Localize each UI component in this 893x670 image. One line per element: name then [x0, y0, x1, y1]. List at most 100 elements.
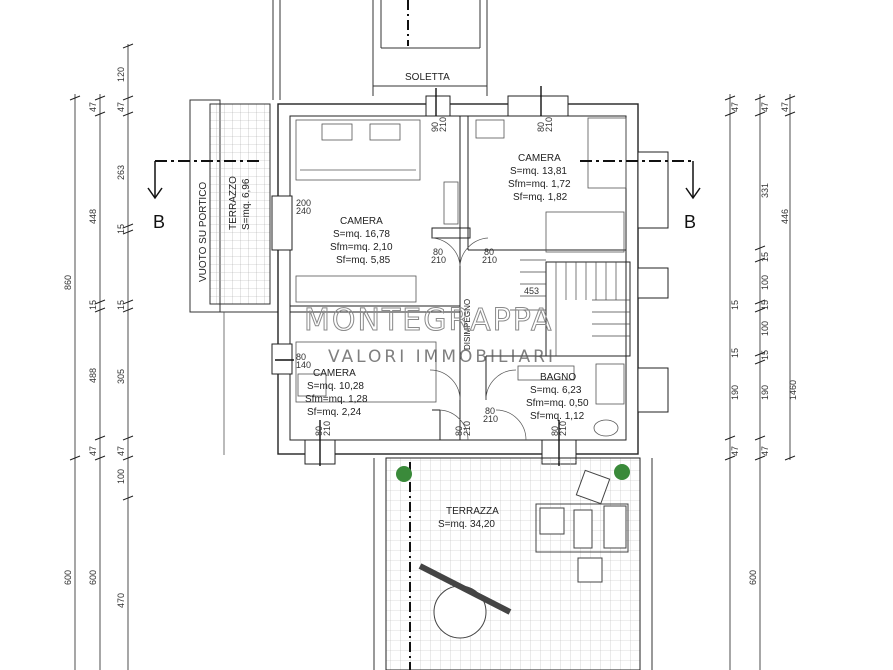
- dim-right-1460: 1460: [788, 380, 798, 400]
- watermark-subtitle: VALORI IMMOBILIARI: [328, 347, 556, 367]
- dim-right-mid-190: 190: [760, 385, 770, 400]
- terrazzo-label: TERRAZZO: [228, 176, 239, 230]
- stair-number: 453: [524, 286, 539, 296]
- dim-left-263: 263: [116, 165, 126, 180]
- terrazza-s: S=mq. 34,20: [438, 519, 495, 530]
- camera-ne-sf: Sf=mq. 1,82: [513, 192, 568, 203]
- dim-left-inner-15: 15: [88, 300, 98, 310]
- room-camera-ne: CAMERA S=mq. 13,81 Sfm=mq. 1,72 Sf=mq. 1…: [508, 153, 571, 203]
- furniture: [295, 117, 627, 437]
- dimension-texts: 860 600 47 448 15 488 47 600 120 47 263 …: [63, 67, 798, 608]
- dim-left-inner-1: 47: [88, 102, 98, 112]
- camera-ne-sfm: Sfm=mq. 1,72: [508, 179, 571, 190]
- dim-right-inner-15-b: 15: [730, 300, 740, 310]
- opening-5-width: 200: [296, 198, 311, 208]
- opening-1-height: 210: [438, 117, 448, 132]
- room-terrazza: TERRAZZA S=mq. 34,20: [438, 506, 499, 530]
- opening-8-height: 210: [462, 421, 472, 436]
- camera-sw-name: CAMERA: [313, 368, 356, 379]
- dim-right-mid-47-top: 47: [760, 102, 770, 112]
- section-label-right: B: [684, 212, 696, 232]
- watermark-title: MONTEGRAPPA: [304, 303, 553, 338]
- window-axes: [275, 86, 560, 466]
- dim-right-600: 600: [748, 570, 758, 585]
- room-camera-master: CAMERA S=mq. 16,78 Sfm=mq. 2,10 Sf=mq. 5…: [330, 216, 393, 266]
- opening-7-height: 210: [322, 421, 332, 436]
- terrazza-area: [373, 457, 653, 670]
- dim-right-mid-15-a: 15: [760, 252, 770, 262]
- section-line: [147, 160, 701, 200]
- bagno-sfm: Sfm=mq. 0,50: [526, 398, 589, 409]
- dim-right-47: 47: [780, 102, 790, 112]
- dim-right-mid-47-bot: 47: [760, 446, 770, 456]
- opening-2-width: 80: [536, 122, 546, 132]
- opening-9-width: 80: [485, 406, 495, 416]
- disimpegno-label: DISIMPEGNO: [463, 299, 472, 350]
- dim-left-120: 120: [116, 67, 126, 82]
- bagno-name: BAGNO: [540, 372, 576, 383]
- opening-6-width: 80: [296, 352, 306, 362]
- opening-7-width: 80: [314, 426, 324, 436]
- opening-9-height: 210: [483, 414, 498, 424]
- opening-6-height: 140: [296, 360, 311, 370]
- dim-left-inner-600: 600: [88, 570, 98, 585]
- soletta-label: SOLETTA: [405, 72, 450, 83]
- opening-3-height: 210: [431, 255, 446, 265]
- dim-far-left-600: 600: [63, 570, 73, 585]
- opening-3-width: 80: [433, 247, 443, 257]
- dim-left-inner-47: 47: [88, 446, 98, 456]
- dim-right-inner-47-top: 47: [730, 102, 740, 112]
- camera-master-sf: Sf=mq. 5,85: [336, 255, 391, 266]
- door-swings: [429, 237, 527, 441]
- dimension-lines: [69, 43, 796, 670]
- opening-tags: 90 210 80 210 80 210 80 210 200 240 80 1…: [296, 117, 568, 436]
- dim-left-inner-448: 448: [88, 209, 98, 224]
- terrazza-name: TERRAZZA: [446, 506, 499, 517]
- dim-left-15-b: 15: [116, 300, 126, 310]
- camera-master-sfm: Sfm=mq. 2,10: [330, 242, 393, 253]
- dim-right-inner-15-a: 15: [730, 348, 740, 358]
- opening-10-width: 80: [550, 426, 560, 436]
- camera-master-s: S=mq. 16,78: [333, 229, 390, 240]
- camera-sw-sfm: Sfm=mq. 1,28: [305, 394, 368, 405]
- opening-1-width: 90: [430, 122, 440, 132]
- bagno-s: S=mq. 6,23: [530, 385, 582, 396]
- camera-sw-s: S=mq. 10,28: [307, 381, 364, 392]
- room-camera-sw: CAMERA S=mq. 10,28 Sfm=mq. 1,28 Sf=mq. 2…: [305, 368, 368, 418]
- room-bagno: BAGNO S=mq. 6,23 Sfm=mq. 0,50 Sf=mq. 1,1…: [526, 372, 589, 422]
- dim-right-mid-100-a: 100: [760, 275, 770, 290]
- dim-right-mid-331: 331: [760, 183, 770, 198]
- camera-ne-name: CAMERA: [518, 153, 561, 164]
- dim-far-left-860: 860: [63, 275, 73, 290]
- camera-ne-s: S=mq. 13,81: [510, 166, 567, 177]
- dim-left-inner-488: 488: [88, 368, 98, 383]
- opening-8-width: 80: [454, 426, 464, 436]
- dim-left-100: 100: [116, 469, 126, 484]
- dim-right-inner-190: 190: [730, 385, 740, 400]
- section-label-left: B: [153, 212, 165, 232]
- opening-4-height: 210: [482, 255, 497, 265]
- opening-10-height: 210: [558, 421, 568, 436]
- opening-4-width: 80: [484, 247, 494, 257]
- dim-right-mid-15-b: 15: [760, 300, 770, 310]
- dim-left-47-bot: 47: [116, 446, 126, 456]
- dim-left-470: 470: [116, 593, 126, 608]
- stair-treads: [510, 259, 630, 356]
- opening-2-height: 210: [544, 117, 554, 132]
- camera-sw-sf: Sf=mq. 2,24: [307, 407, 362, 418]
- terrazzo-area: S=mq. 6,96: [241, 178, 252, 230]
- top-structure: [272, 0, 488, 100]
- opening-5-height: 240: [296, 206, 311, 216]
- dim-right-mid-100-b: 100: [760, 321, 770, 336]
- dim-right-446: 446: [780, 209, 790, 224]
- dim-left-15-a: 15: [116, 224, 126, 234]
- camera-master-name: CAMERA: [340, 216, 383, 227]
- dim-left-47-top: 47: [116, 102, 126, 112]
- dim-left-305: 305: [116, 369, 126, 384]
- vuoto-label: VUOTO SU PORTICO: [198, 182, 209, 282]
- bagno-sf: Sf=mq. 1,12: [530, 411, 585, 422]
- dim-right-mid-15-c: 15: [760, 350, 770, 360]
- portico-strip: [189, 99, 278, 455]
- dim-right-inner-47-bot: 47: [730, 446, 740, 456]
